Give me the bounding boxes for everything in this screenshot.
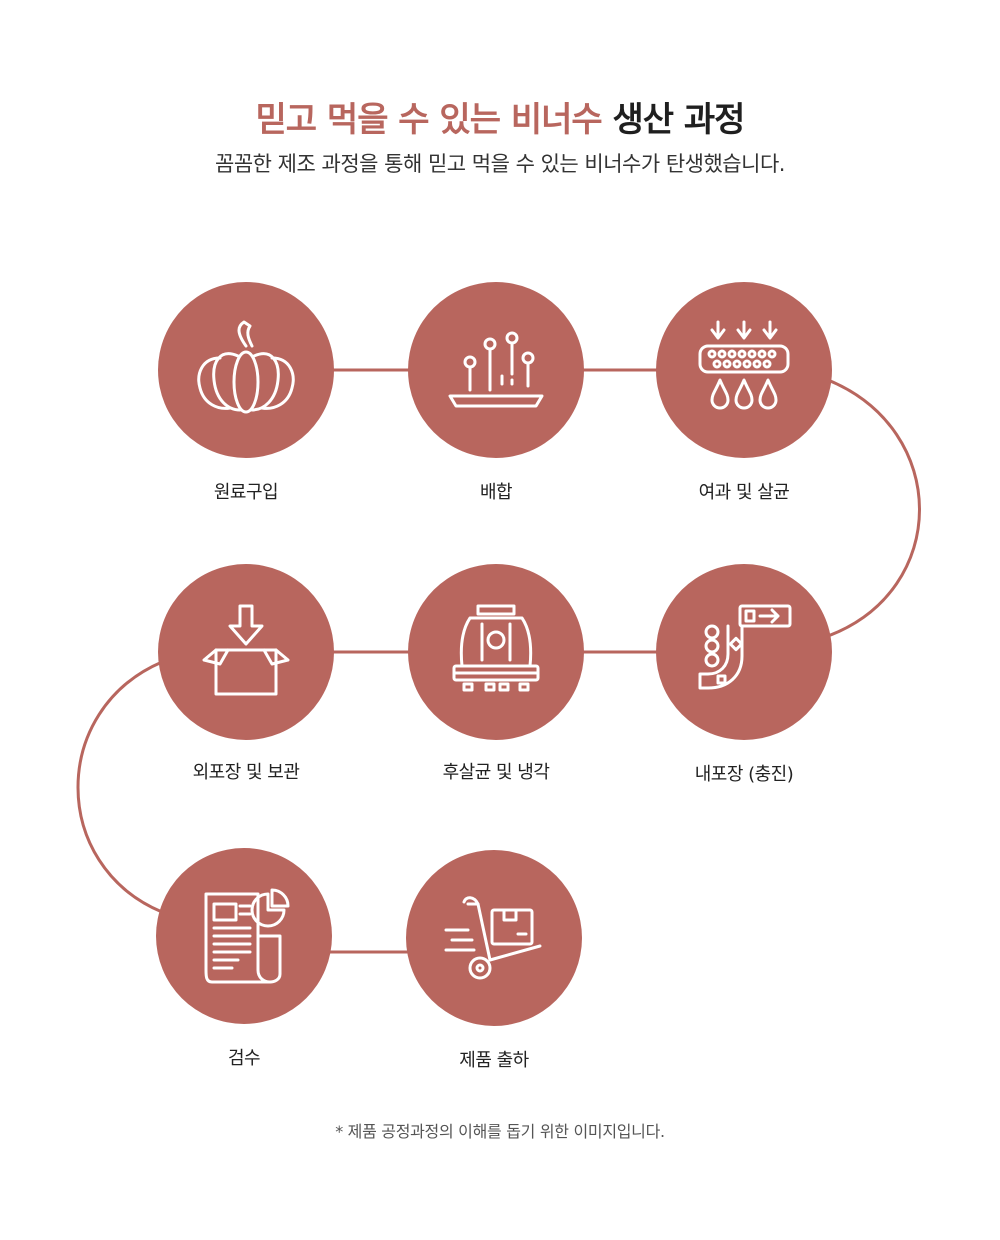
- filling-conveyor-icon: [698, 604, 792, 690]
- report-inspection-icon: [204, 888, 290, 984]
- step-label-1: 원료구입: [213, 482, 279, 503]
- step-product-shipment: [406, 850, 582, 1026]
- pumpkin-icon: [197, 320, 295, 414]
- filter-drops-icon: [698, 320, 790, 410]
- step-inner-packaging-filling: [656, 564, 832, 740]
- step-raw-material-purchase: [158, 282, 334, 458]
- step-outer-packaging-storage: [158, 564, 334, 740]
- step-label-3: 여과 및 살균: [698, 482, 790, 503]
- connector-3-4: [827, 378, 921, 638]
- step-filtration-sterilization: [656, 282, 832, 458]
- cooling-tower-icon: [452, 604, 540, 692]
- step-label-6: 외포장 및 보관: [192, 762, 300, 783]
- footnote: * 제품 공정과정의 이해를 돕기 위한 이미지입니다.: [335, 1122, 665, 1141]
- step-label-2: 배합: [479, 482, 513, 503]
- connector-6-7: [76, 660, 163, 914]
- hand-truck-icon: [444, 896, 542, 980]
- step-mixing: [408, 282, 584, 458]
- title-rest: 생산 과정: [601, 100, 746, 140]
- step-post-sterilization-cooling: [408, 564, 584, 740]
- step-label-5: 후살균 및 냉각: [442, 762, 550, 783]
- box-packing-icon: [202, 604, 290, 696]
- mixing-tray-icon: [448, 331, 544, 408]
- step-inspection: [156, 848, 332, 1024]
- title-highlight: 믿고 먹을 수 있는 비너수: [255, 100, 603, 140]
- page-subtitle: 꼼꼼한 제조 과정을 통해 믿고 먹을 수 있는 비너수가 탄생했습니다.: [215, 152, 785, 176]
- step-label-7: 검수: [227, 1048, 261, 1069]
- step-label-8: 제품 출하: [459, 1050, 529, 1071]
- page-title: 믿고 먹을 수 있는 비너수 생산 과정: [0, 92, 1000, 141]
- step-label-4: 내포장 (충진): [694, 764, 794, 785]
